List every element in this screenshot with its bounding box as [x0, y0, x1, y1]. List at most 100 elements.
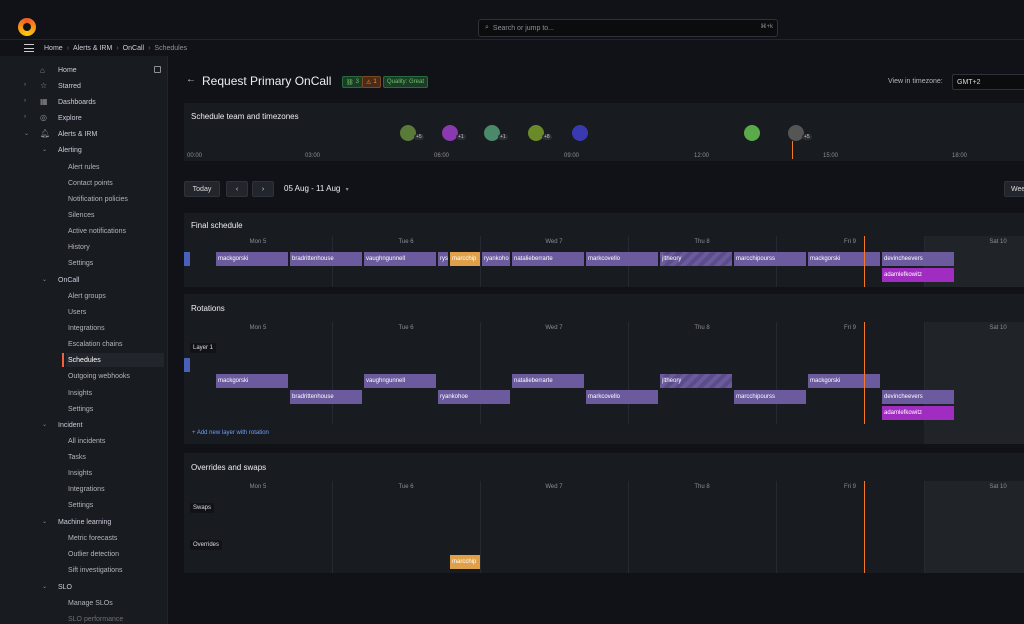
menu-icon[interactable]: [24, 44, 34, 52]
sidebar-item-outgoing-webhooks[interactable]: Outgoing webhooks: [68, 372, 130, 380]
shift-block[interactable]: mackgorski: [216, 252, 288, 266]
rotation-shift[interactable]: jltheory: [660, 374, 732, 388]
sidebar-item-manage-slos[interactable]: Manage SLOs: [68, 599, 113, 607]
avatar-count: +1: [456, 134, 466, 140]
chevron-down-icon[interactable]: ⌄: [42, 584, 48, 590]
chevron-down-icon[interactable]: ⌄: [24, 131, 30, 137]
shift-block[interactable]: adamlefkowitz: [882, 268, 954, 282]
sidebar-item-slo[interactable]: SLO: [58, 583, 73, 591]
shift-block[interactable]: natalieberrarte: [512, 252, 584, 266]
rotation-shift[interactable]: natalieberrarte: [512, 374, 584, 388]
shift-block[interactable]: vaughngunnell: [364, 252, 436, 266]
sidebar-item-home[interactable]: Home: [58, 66, 77, 74]
rotation-shift[interactable]: mackgorski: [808, 374, 880, 388]
shift-block[interactable]: rys: [438, 252, 448, 266]
prev-week-button[interactable]: ‹: [226, 181, 248, 197]
sidebar-item-slo-performance[interactable]: SLO performance: [68, 615, 124, 623]
date-range-picker[interactable]: 05 Aug - 11 Aug ▾: [284, 184, 349, 193]
sidebar-item-schedules[interactable]: Schedules: [62, 353, 164, 367]
sidebar-item-users[interactable]: Users: [68, 308, 87, 316]
rotation-shift[interactable]: adamlefkowitz: [882, 406, 954, 420]
override-shift-block[interactable]: marcchip: [450, 555, 480, 569]
rotation-shift[interactable]: markcovello: [586, 390, 658, 404]
shift-block[interactable]: [184, 358, 190, 372]
sidebar-item-outlier-detection[interactable]: Outlier detection: [68, 550, 119, 558]
rotation-shift[interactable]: devincheevers: [882, 390, 954, 404]
sidebar-item-alert-groups[interactable]: Alert groups: [68, 292, 106, 300]
breadcrumb-home[interactable]: Home: [44, 44, 63, 52]
avatar[interactable]: [744, 125, 760, 141]
links-badge[interactable]: ⛓︎3: [342, 76, 363, 88]
shift-block[interactable]: ryankoho: [482, 252, 510, 266]
sidebar-item-silences[interactable]: Silences: [68, 211, 95, 219]
chevron-right-icon[interactable]: ›: [24, 114, 26, 120]
sidebar-item-oncall-insights[interactable]: Insights: [68, 389, 93, 397]
view-mode-select[interactable]: Wee: [1004, 181, 1024, 197]
add-layer-button[interactable]: + Add new layer with rotation: [192, 430, 269, 436]
shift-block[interactable]: marcchipourss: [734, 252, 806, 266]
avatar[interactable]: [400, 125, 416, 141]
sidebar-item-metric-forecasts[interactable]: Metric forecasts: [68, 534, 118, 542]
sidebar-item-incident[interactable]: Incident: [58, 421, 83, 429]
sidebar-item-alerting-settings[interactable]: Settings: [68, 259, 94, 267]
breadcrumb-oncall[interactable]: OnCall: [122, 44, 145, 52]
chevron-down-icon[interactable]: ⌄: [42, 147, 48, 153]
sidebar-item-alert-rules[interactable]: Alert rules: [68, 163, 100, 171]
next-week-button[interactable]: ›: [252, 181, 274, 197]
avatar[interactable]: [484, 125, 500, 141]
sidebar-item-incident-insights[interactable]: Insights: [68, 469, 93, 477]
sidebar-item-contact-points[interactable]: Contact points: [68, 179, 113, 187]
sidebar-item-all-incidents[interactable]: All incidents: [68, 437, 106, 445]
sidebar-item-oncall[interactable]: OnCall: [58, 276, 80, 284]
shift-block[interactable]: bradrittenhouse: [290, 252, 362, 266]
avatar[interactable]: [442, 125, 458, 141]
chevron-right-icon[interactable]: ›: [24, 98, 26, 104]
sidebar-item-escalation-chains[interactable]: Escalation chains: [68, 340, 123, 348]
today-button[interactable]: Today: [184, 181, 220, 197]
sidebar-item-dashboards[interactable]: Dashboards: [58, 98, 96, 106]
sidebar-item-active-notifications[interactable]: Active notifications: [68, 227, 126, 235]
avatar[interactable]: [528, 125, 544, 141]
sidebar-item-machine-learning[interactable]: Machine learning: [58, 518, 112, 526]
layer-label[interactable]: Layer 1: [190, 343, 217, 353]
shift-block[interactable]: markcovello: [586, 252, 658, 266]
override-shift-block[interactable]: marcchip: [450, 252, 480, 266]
shift-block[interactable]: mackgorski: [808, 252, 880, 266]
sidebar-item-alerts-irm[interactable]: Alerts & IRM: [58, 130, 98, 138]
rotation-shift[interactable]: vaughngunnell: [364, 374, 436, 388]
rotation-shift[interactable]: bradrittenhouse: [290, 390, 362, 404]
sidebar-item-history[interactable]: History: [68, 243, 90, 251]
sidebar-item-tasks[interactable]: Tasks: [68, 453, 86, 461]
grafana-logo-icon[interactable]: [18, 18, 36, 36]
shift-block[interactable]: jltheory: [660, 252, 732, 266]
shift-block[interactable]: devincheevers: [882, 252, 954, 266]
timezone-select[interactable]: GMT+2: [952, 74, 1024, 90]
dock-menu-icon[interactable]: [154, 66, 161, 73]
sidebar-item-alerting[interactable]: Alerting: [58, 146, 82, 154]
chevron-down-icon[interactable]: ⌄: [42, 519, 48, 525]
avatar[interactable]: [572, 125, 588, 141]
sidebar-item-incident-settings[interactable]: Settings: [68, 501, 94, 509]
sidebar-item-oncall-settings[interactable]: Settings: [68, 405, 94, 413]
back-arrow-icon[interactable]: ←: [186, 74, 196, 85]
sidebar-item-explore[interactable]: Explore: [58, 114, 82, 122]
avatar[interactable]: [788, 125, 804, 141]
chevron-down-icon[interactable]: ⌄: [42, 277, 48, 283]
warnings-badge[interactable]: ⚠︎1: [362, 76, 381, 88]
sidebar-item-notification-policies[interactable]: Notification policies: [68, 195, 128, 203]
quality-badge[interactable]: Quality: Great: [383, 76, 429, 88]
rotation-shift[interactable]: mackgorski: [216, 374, 288, 388]
rotation-shift[interactable]: marcchipourss: [734, 390, 806, 404]
shift-block[interactable]: [184, 252, 190, 266]
day-label: Mon 5: [249, 325, 267, 331]
chevron-down-icon[interactable]: ⌄: [42, 422, 48, 428]
sidebar-item-sift-investigations[interactable]: Sift investigations: [68, 566, 123, 574]
sidebar-item-incident-integrations[interactable]: Integrations: [68, 485, 105, 493]
overrides-label: Overrides: [190, 540, 223, 550]
search-input[interactable]: ⌕ Search or jump to... ⌘+k: [478, 19, 778, 37]
chevron-right-icon[interactable]: ›: [24, 82, 26, 88]
sidebar-item-integrations[interactable]: Integrations: [68, 324, 105, 332]
breadcrumb-alerts[interactable]: Alerts & IRM: [73, 44, 113, 52]
sidebar-item-starred[interactable]: Starred: [58, 82, 81, 90]
rotation-shift[interactable]: ryankohoe: [438, 390, 510, 404]
